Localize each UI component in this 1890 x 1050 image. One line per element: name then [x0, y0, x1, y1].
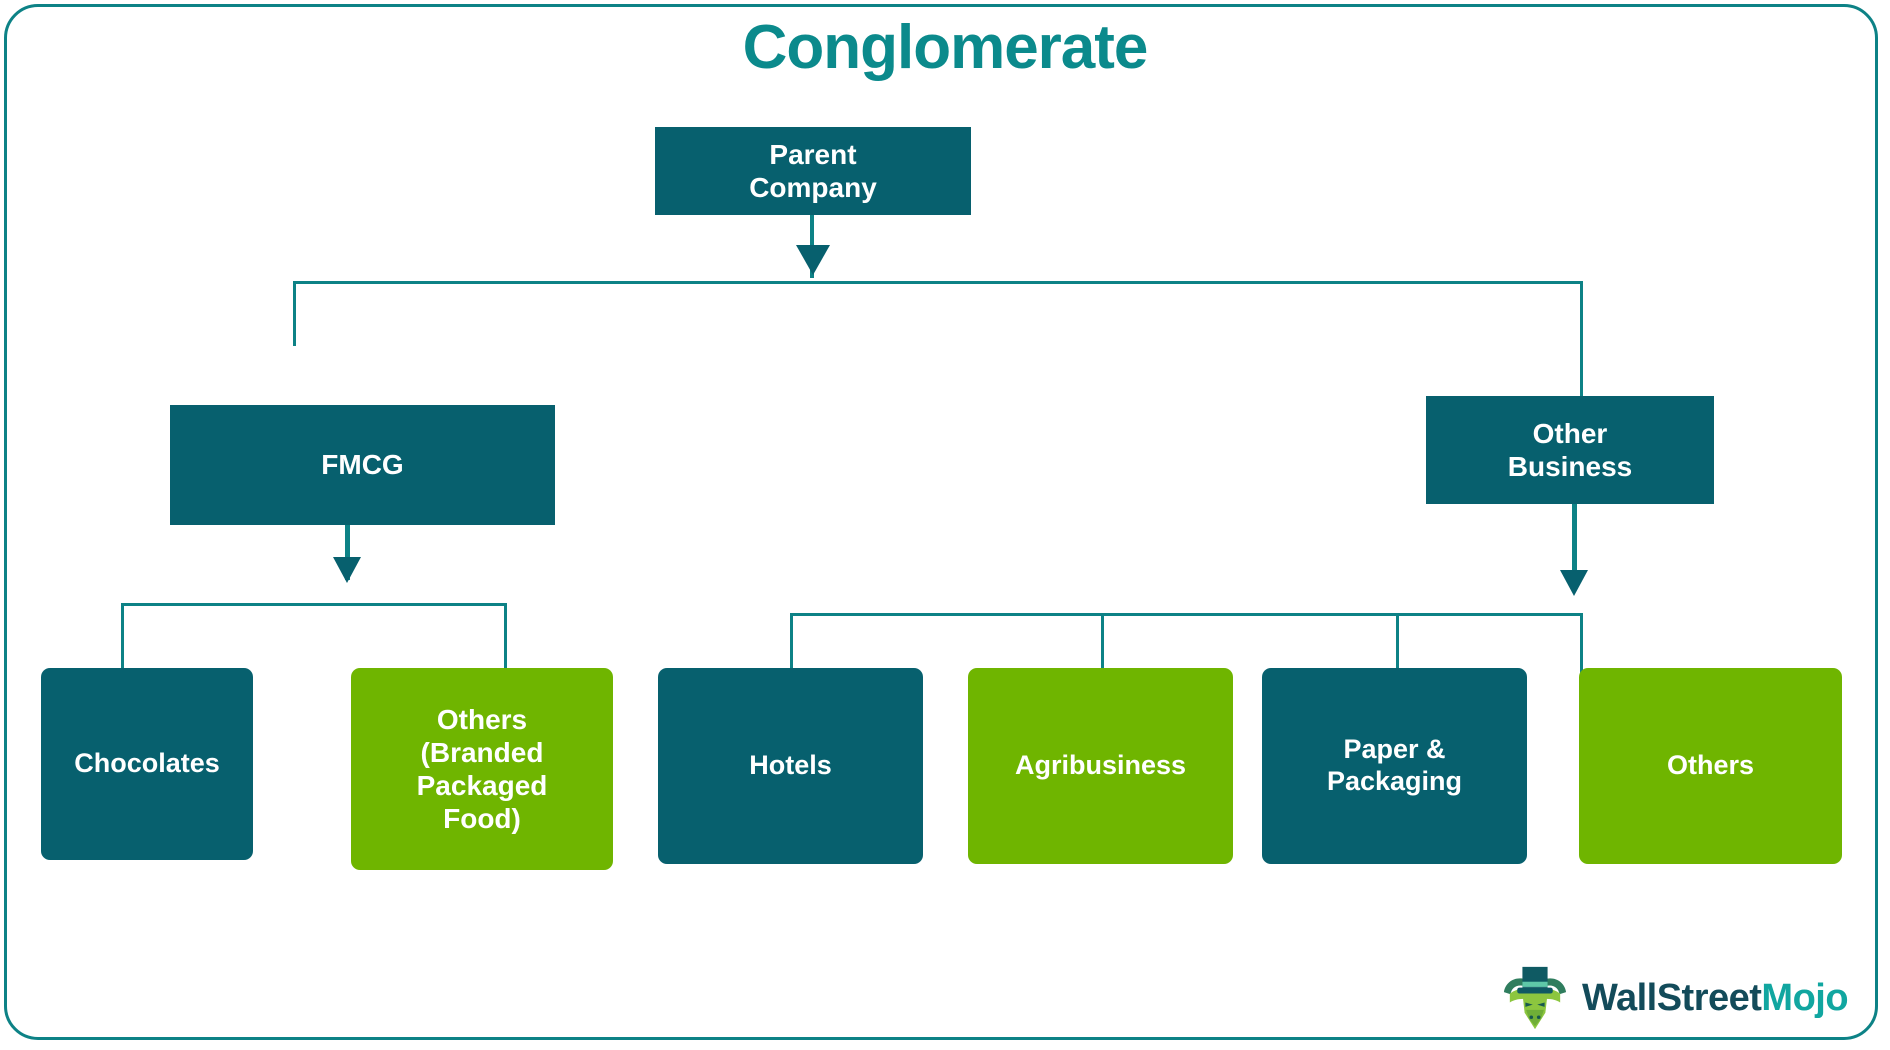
node-paper-packaging[interactable]: Paper & Packaging [1262, 668, 1527, 864]
logo-wordmark: WallStreetMojo [1582, 976, 1849, 1020]
node-paper-packaging-line2: Packaging [1326, 766, 1463, 796]
connector-drop-hotels [790, 613, 793, 669]
node-hotels-label: Hotels [749, 750, 832, 781]
page-title: Conglomerate [742, 13, 1149, 82]
connector-drop-chocolates [121, 603, 124, 669]
node-other-business-line1: Other [1532, 417, 1608, 449]
logo-text-mojo: Mojo [1761, 976, 1849, 1019]
node-paper-packaging-line1: Paper & [1343, 734, 1446, 765]
connector-bus-fmcg-children [121, 603, 507, 606]
arrow-fmcg-down [333, 557, 361, 583]
arrow-other-business-down [1560, 570, 1588, 596]
node-other-business[interactable]: Other Business [1426, 396, 1714, 504]
node-branded-packaged-food-line2: (Branded [420, 736, 544, 768]
node-branded-packaged-food-line3: Packaged [416, 770, 548, 801]
node-hotels[interactable]: Hotels [658, 668, 923, 864]
connector-drop-branded-packaged-food [504, 603, 507, 669]
node-chocolates-label: Chocolates [74, 748, 220, 779]
node-other-business-line2: Business [1507, 451, 1633, 482]
wallstreetmojo-logo[interactable]: WallStreetMojo [1498, 958, 1849, 1038]
connector-other-business-stem [1572, 504, 1577, 576]
connector-bus-level1-right-drop [1580, 281, 1583, 398]
node-others-label: Others [1666, 750, 1755, 781]
node-parent-company[interactable]: Parent Company [655, 127, 971, 215]
node-branded-packaged-food-line1: Others [436, 703, 528, 735]
node-agribusiness[interactable]: Agribusiness [968, 668, 1233, 864]
node-parent-company-line1: Parent [769, 138, 857, 170]
node-parent-company-line2: Company [749, 172, 877, 203]
connector-fmcg-stem [345, 525, 350, 580]
connector-drop-agribusiness [1101, 613, 1104, 681]
connector-bus-level1 [293, 281, 1583, 284]
node-chocolates[interactable]: Chocolates [41, 668, 253, 860]
node-branded-packaged-food[interactable]: Others (Branded Packaged Food) [351, 668, 613, 870]
arrow-parent-down [796, 245, 830, 275]
connector-bus-other-business-children [790, 613, 1583, 616]
connector-drop-paper-packaging [1396, 613, 1399, 689]
node-others[interactable]: Others [1579, 668, 1842, 864]
node-branded-packaged-food-line4: Food) [443, 803, 521, 835]
connector-bus-level1-left-drop [293, 281, 296, 346]
node-fmcg[interactable]: FMCG [170, 405, 555, 525]
node-agribusiness-label: Agribusiness [1014, 750, 1187, 781]
logo-text-wallstreet: WallStreet [1582, 976, 1762, 1019]
node-fmcg-label: FMCG [321, 449, 404, 481]
connector-drop-others [1580, 613, 1583, 689]
bull-with-tophat-icon [1503, 966, 1567, 1030]
